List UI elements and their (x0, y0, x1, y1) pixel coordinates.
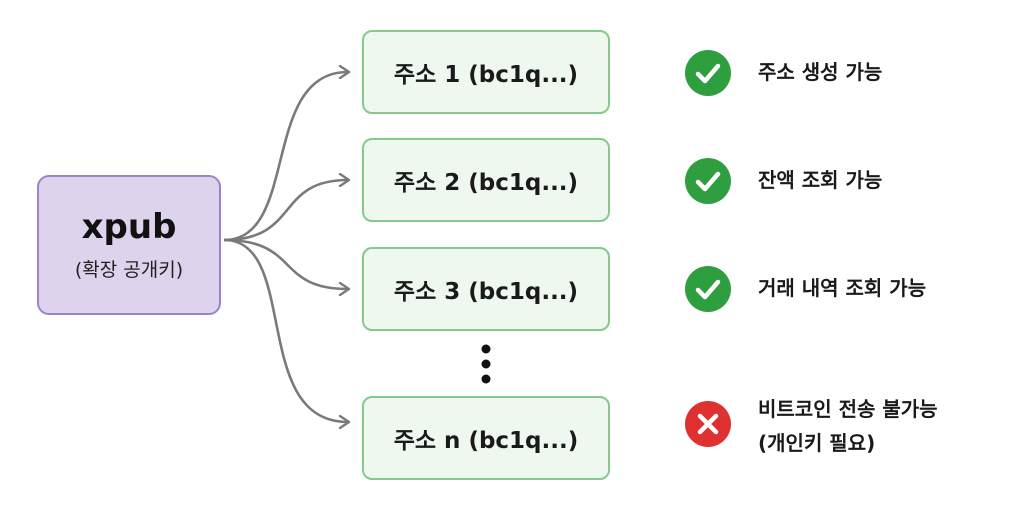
xpub-subtitle: (확장 공개키) (74, 259, 184, 281)
arrow-to-address-1 (223, 72, 348, 242)
address-node-3: 주소 3 (bc1q...) (362, 247, 610, 331)
xpub-title: xpub (81, 207, 177, 247)
arrow-to-address-n (223, 238, 348, 422)
check-circle-icon (685, 266, 731, 312)
check-circle-icon (685, 158, 731, 204)
ellipsis-icon (481, 344, 491, 384)
x-circle-icon (685, 401, 731, 447)
capability-send-denied-reason: (개인키 필요) (758, 431, 876, 455)
arrow-to-address-3 (223, 238, 348, 289)
address-node-2: 주소 2 (bc1q...) (362, 138, 610, 222)
arrow-to-address-2 (223, 180, 348, 242)
capability-send-denied: 비트코인 전송 불가능 (758, 397, 938, 421)
xpub-node: xpub (확장 공개키) (37, 175, 221, 315)
check-circle-icon (685, 50, 731, 96)
capability-history-lookup: 거래 내역 조회 가능 (758, 276, 927, 300)
capability-balance-lookup: 잔액 조회 가능 (758, 168, 883, 192)
address-node-n: 주소 n (bc1q...) (362, 396, 610, 480)
address-node-1: 주소 1 (bc1q...) (362, 30, 610, 114)
capability-address-generation: 주소 생성 가능 (758, 60, 883, 84)
